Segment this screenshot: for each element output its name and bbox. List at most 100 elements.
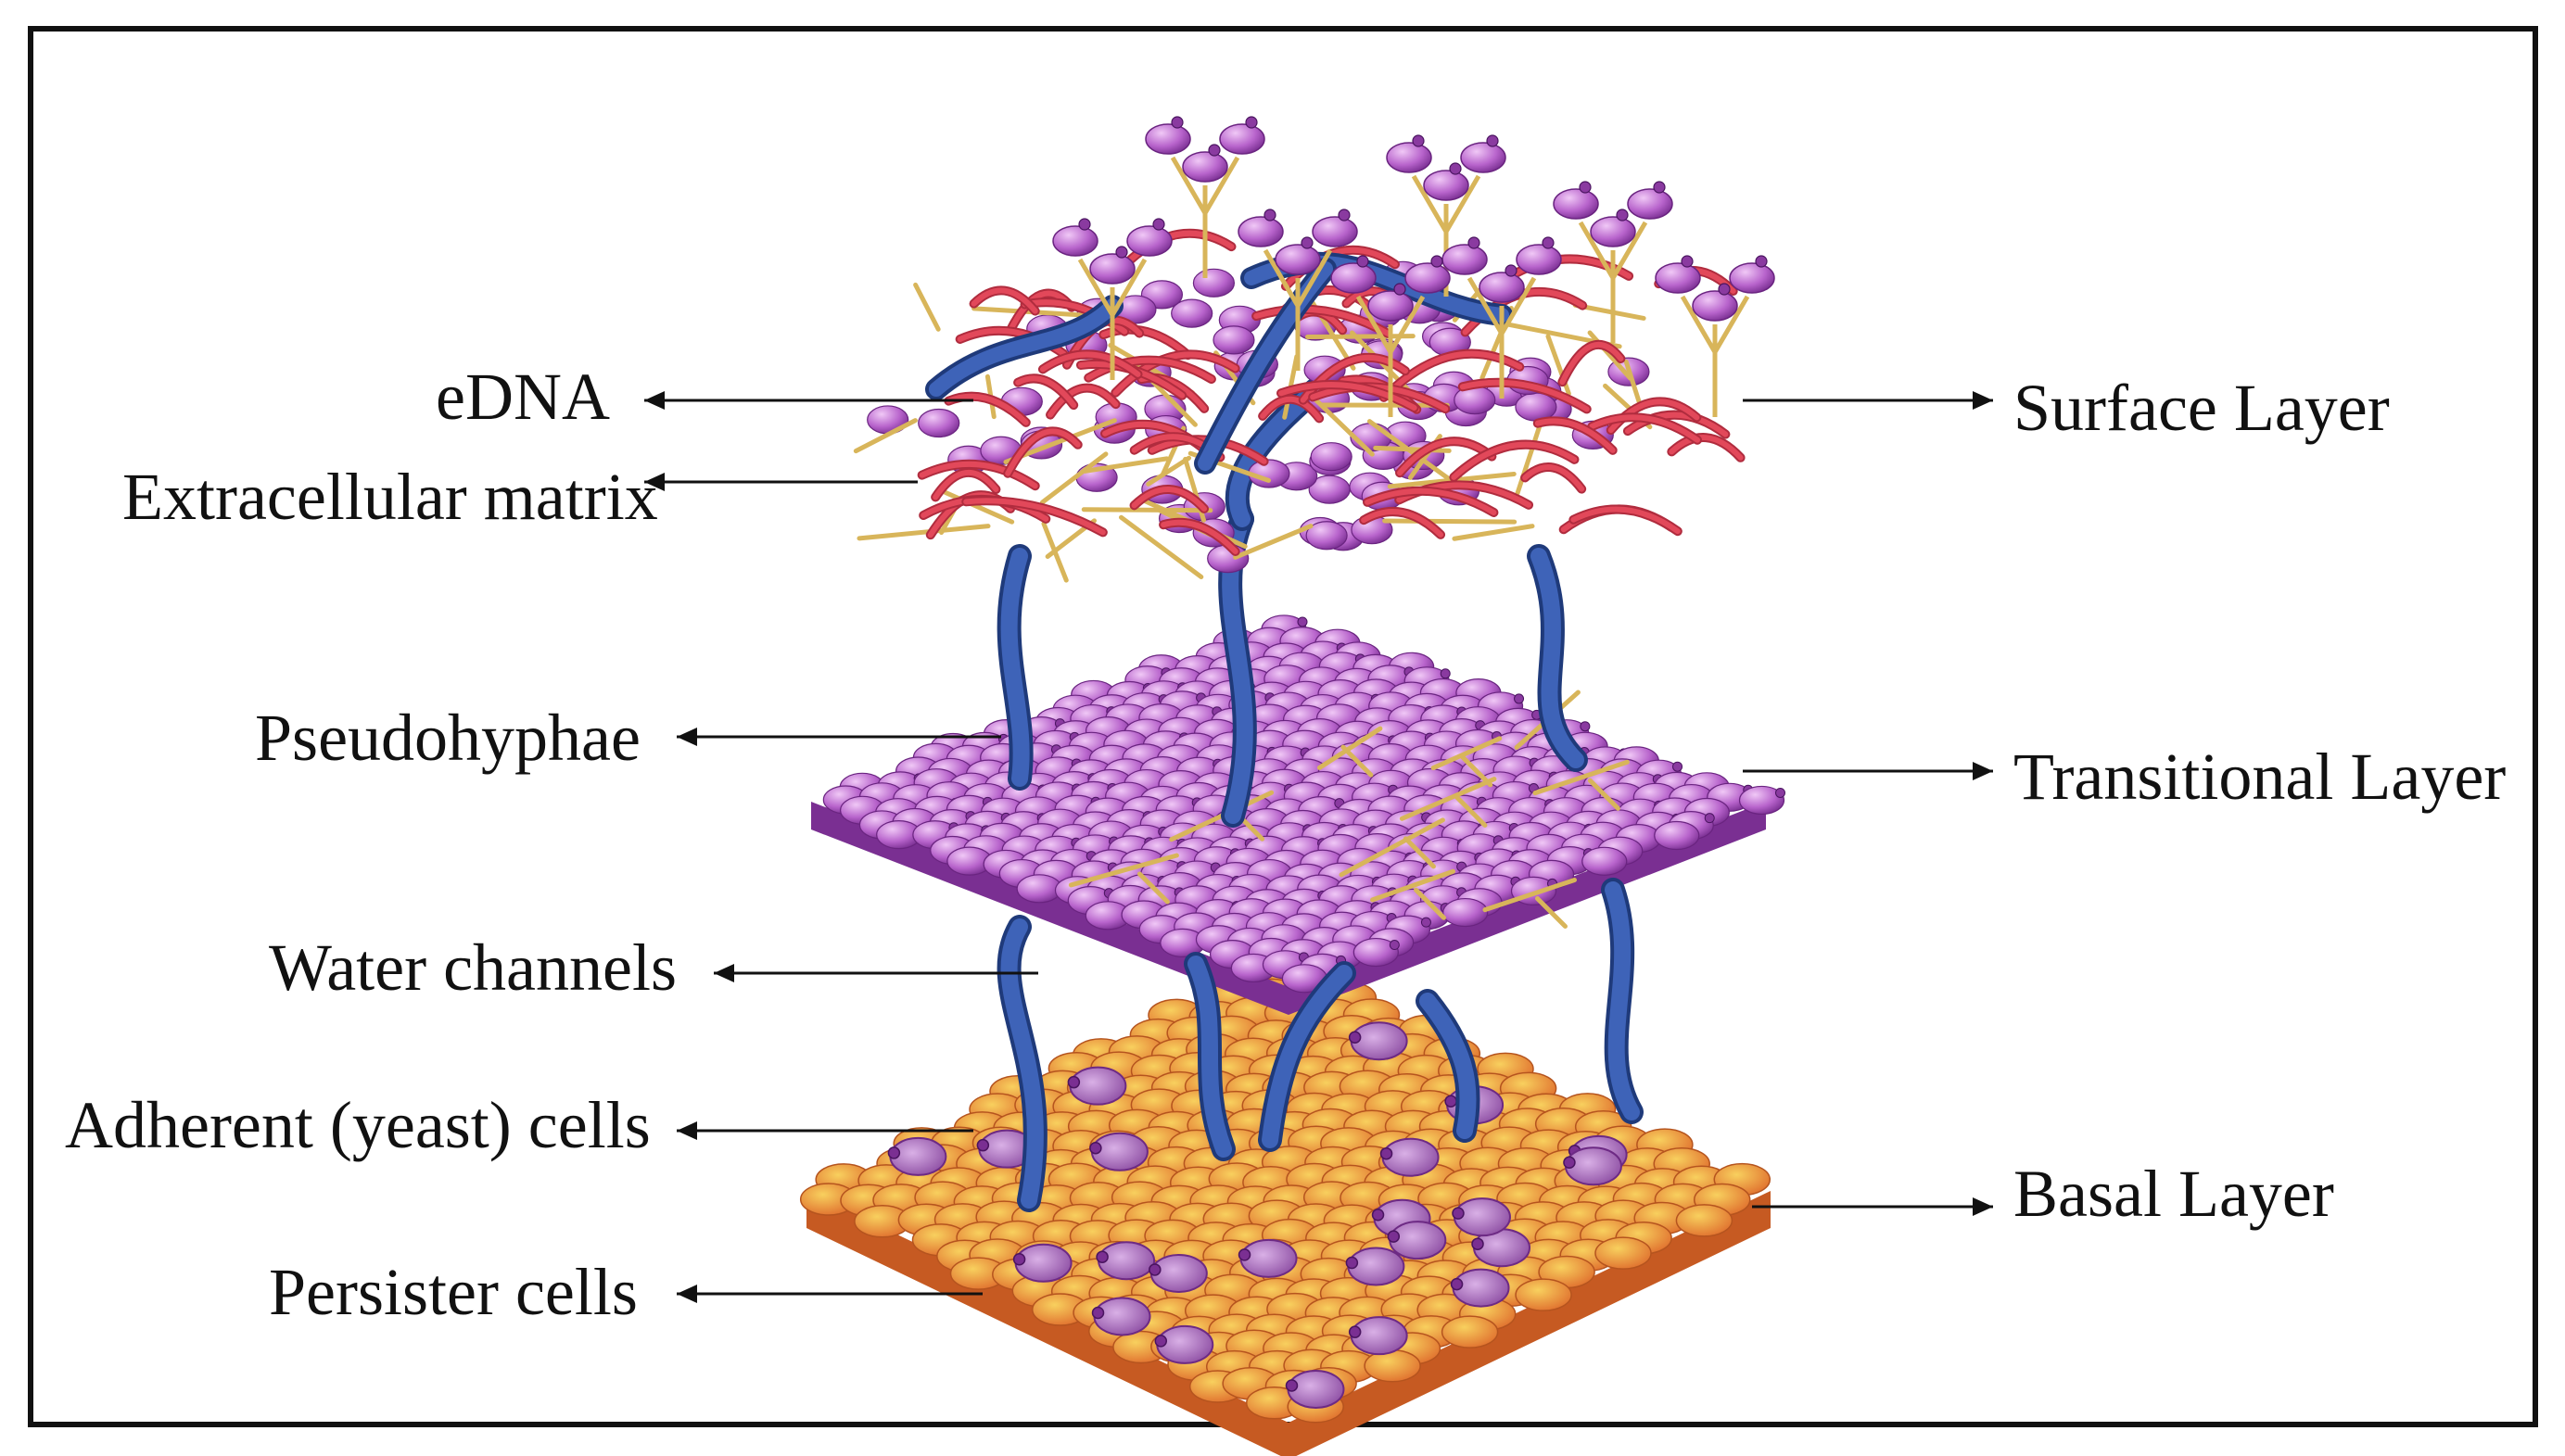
bud	[1379, 1146, 1393, 1160]
bud	[1078, 218, 1091, 231]
matrix-fiber	[913, 282, 941, 332]
water-channel	[1187, 956, 1232, 1158]
bud	[1245, 116, 1258, 129]
edna-strand	[1570, 506, 1681, 535]
arrow-surface-layer-head	[1973, 391, 1993, 410]
matrix-fiber	[1532, 759, 1630, 811]
bud	[1505, 264, 1517, 277]
bud	[887, 1146, 901, 1159]
edna-strand	[1039, 351, 1141, 377]
edna-strand	[1048, 385, 1119, 418]
matrix-fiber	[1370, 868, 1456, 920]
matrix-fiber	[1399, 777, 1497, 829]
water-channel	[1000, 548, 1030, 787]
bud	[1096, 1250, 1109, 1263]
arrow-adherent-yeast-cells-head	[677, 1121, 697, 1140]
water-channel	[1530, 548, 1584, 768]
water-channel	[1262, 965, 1352, 1148]
budding-yeast	[1404, 262, 1451, 294]
matrix-fiber	[1515, 423, 1543, 496]
arrow-transitional-layer-head	[1973, 762, 1993, 780]
matrix-fiber	[1339, 817, 1445, 878]
hyphal-stalk	[1680, 295, 1750, 417]
surface-yeast-cell	[1192, 268, 1236, 298]
bud	[1444, 1095, 1457, 1108]
budding-yeast	[1330, 262, 1377, 294]
basal-cell	[1675, 1204, 1733, 1237]
label-persister-cells: Persister cells	[269, 1255, 638, 1329]
budding-yeast	[1182, 151, 1228, 183]
matrix-fiber	[1316, 726, 1383, 778]
budding-yeast	[1126, 225, 1173, 257]
bud	[1755, 255, 1768, 268]
bud	[1542, 236, 1555, 249]
bud	[1012, 1253, 1026, 1266]
matrix-fiber	[1068, 853, 1179, 905]
edna-strand	[1310, 384, 1449, 412]
matrix-fiber	[1373, 445, 1452, 453]
bud	[1452, 1207, 1465, 1220]
bud	[1430, 255, 1443, 268]
edna-strand	[946, 393, 1029, 425]
matrix-fiber	[1623, 359, 1644, 411]
bud	[1580, 721, 1591, 732]
bud	[1514, 693, 1525, 704]
bud	[1718, 283, 1731, 296]
edna-strand	[1459, 379, 1590, 412]
hyphal-stalk	[1355, 295, 1426, 417]
budding-yeast	[1275, 244, 1321, 275]
hyphal-stalk	[1263, 248, 1333, 371]
bud	[1091, 1306, 1105, 1320]
pseudohypha-cell	[1352, 937, 1399, 968]
budding-yeast	[1089, 253, 1136, 285]
bud	[1486, 134, 1499, 147]
edna-strand	[1278, 382, 1417, 411]
edna-strand	[1015, 375, 1077, 409]
bud	[1389, 940, 1400, 951]
bud	[1149, 1263, 1162, 1276]
edna-strand	[1534, 418, 1616, 453]
matrix-fiber	[853, 418, 918, 454]
edna-strand	[1559, 341, 1624, 386]
edna-strand	[1131, 487, 1208, 512]
pseudohypha-cell	[1442, 897, 1489, 928]
budding-yeast	[1692, 290, 1738, 322]
arrow-basal-layer-head	[1973, 1197, 1993, 1216]
bud	[1563, 1156, 1576, 1170]
matrix-fiber	[1081, 507, 1213, 513]
edna-strand	[971, 287, 1038, 314]
budding-yeast	[1553, 188, 1599, 220]
bud	[1356, 255, 1369, 268]
bud	[1152, 218, 1165, 231]
bud	[1263, 209, 1276, 222]
budding-yeast	[1441, 244, 1488, 275]
surface-yeast-cell	[1308, 475, 1351, 504]
edna-strand	[1361, 509, 1444, 538]
surface-yeast-cell	[1310, 442, 1352, 472]
budding-yeast	[1367, 290, 1414, 322]
edna-strand	[1589, 414, 1701, 443]
hyphal-stalk	[1170, 156, 1240, 278]
budding-yeast	[1627, 188, 1673, 220]
bud	[1440, 668, 1451, 679]
bud	[1348, 1031, 1362, 1044]
water-channel	[1419, 993, 1477, 1139]
budding-yeast	[1479, 272, 1525, 303]
budding-yeast	[1655, 262, 1701, 294]
budding-yeast	[1460, 142, 1506, 173]
matrix-fiber	[1482, 877, 1577, 929]
bud	[1450, 1277, 1464, 1291]
matrix-fiber	[1146, 455, 1192, 487]
matrix-fiber	[1233, 524, 1314, 560]
label-edna: eDNA	[436, 360, 610, 434]
hyphal-stalk	[1077, 258, 1148, 380]
edna-strand	[963, 498, 1106, 536]
basal-cell	[1364, 1348, 1421, 1383]
edna-strand	[919, 461, 1038, 489]
matrix-fiber	[1366, 419, 1453, 482]
water-channels-art	[997, 377, 1644, 1212]
bud	[1681, 255, 1694, 268]
bud	[1449, 162, 1462, 175]
bud	[1115, 246, 1128, 259]
